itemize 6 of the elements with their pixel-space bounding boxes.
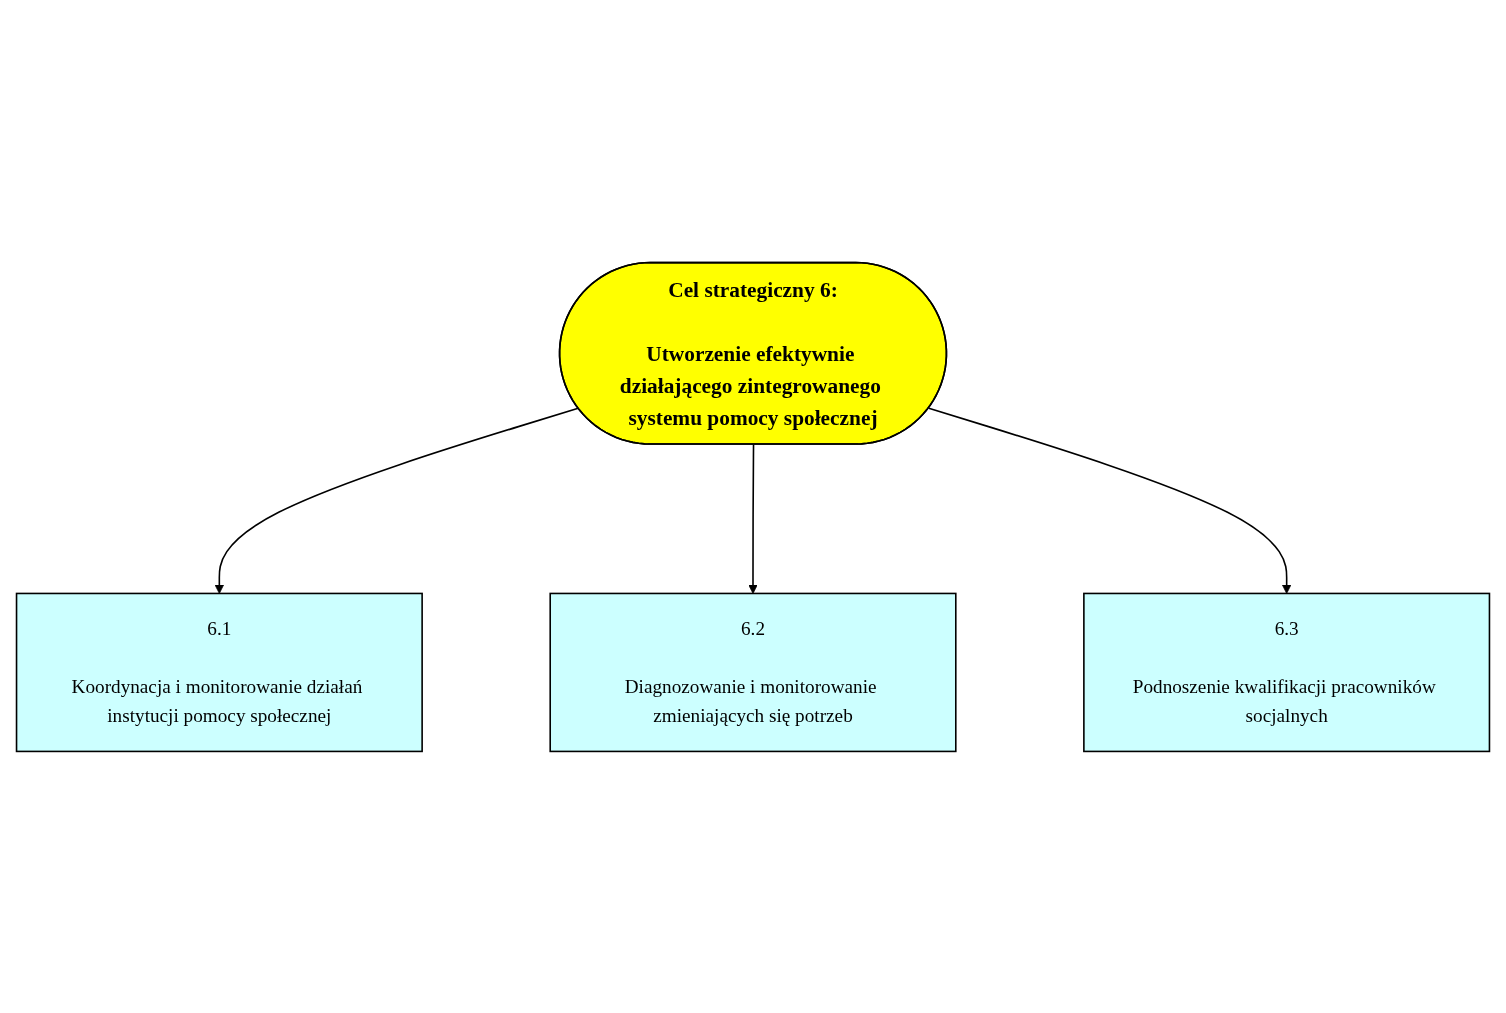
arrow	[214, 406, 579, 594]
node-box: 6.3 Podnoszenie kwalifikacji pracowników socjalnych	[1083, 592, 1491, 752]
node-box: 6.2 Diagnozowanie i monitorowanie zmieniających się potrzeb	[549, 592, 957, 752]
arrow	[928, 406, 1292, 594]
arrow	[748, 443, 758, 594]
node-box: 6.1 Koordynacja i monitorowanie działań instytucji pomocy społecznej	[15, 592, 423, 752]
